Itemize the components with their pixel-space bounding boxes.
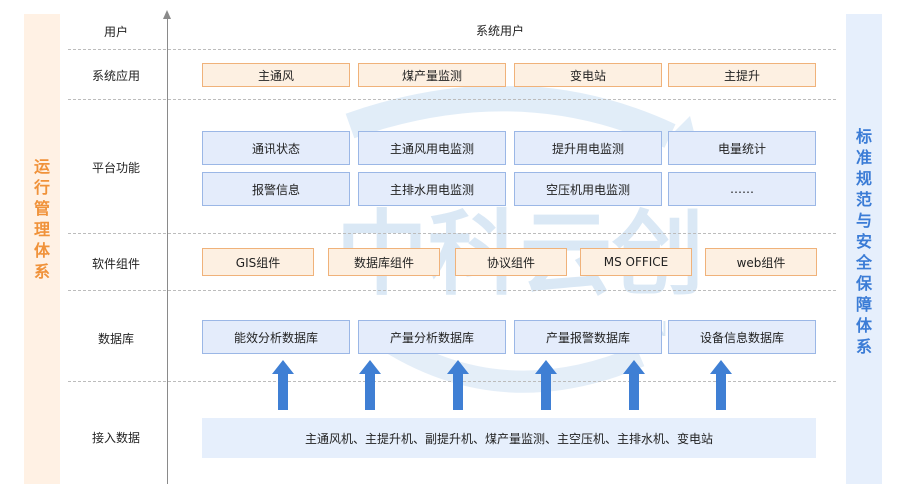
database-box: 产量报警数据库	[514, 320, 662, 354]
vertical-title-char: 体	[33, 241, 50, 260]
vertical-title-char: 运	[33, 157, 50, 176]
operation-management-panel: 运行管理体系	[24, 14, 60, 484]
platform-function-box: 提升用电监测	[514, 131, 662, 165]
up-arrow-icon	[623, 360, 645, 410]
platform-function-box: 电量统计	[668, 131, 816, 165]
vertical-title-char: 与	[855, 211, 872, 230]
vertical-title-char: 安	[855, 232, 872, 251]
vertical-axis	[167, 18, 168, 484]
operation-management-title: 运行管理体系	[24, 156, 60, 282]
vertical-title-char: 准	[855, 148, 872, 167]
vertical-title-char: 规	[855, 169, 872, 188]
software-component-box: web组件	[705, 248, 817, 276]
platform-function-box: 主排水用电监测	[358, 172, 506, 206]
vertical-title-char: 障	[855, 295, 872, 314]
row-divider	[68, 99, 836, 100]
row-divider	[68, 233, 836, 234]
vertical-title-char: 全	[855, 253, 872, 272]
up-arrow-icon	[272, 360, 294, 410]
vertical-title-char: 管	[33, 199, 50, 218]
standards-security-title: 标准规范与安全保障体系	[846, 126, 882, 357]
up-arrow-icon	[359, 360, 381, 410]
row-label-software: 软件组件	[91, 257, 140, 271]
app-box: 主通风	[202, 63, 350, 87]
input-data-bar: 主通风机、主提升机、副提升机、煤产量监测、主空压机、主排水机、变电站	[202, 418, 816, 458]
standards-security-panel: 标准规范与安全保障体系	[846, 14, 882, 484]
row-label-platform: 平台功能	[91, 161, 140, 175]
vertical-title-char: 范	[855, 190, 872, 209]
vertical-title-char: 体	[855, 316, 872, 335]
software-component-box: GIS组件	[202, 248, 314, 276]
row-divider	[68, 49, 836, 50]
vertical-title-char: 理	[33, 220, 50, 239]
row-label-database: 数据库	[97, 332, 134, 346]
app-box: 主提升	[668, 63, 816, 87]
up-arrow-icon	[447, 360, 469, 410]
vertical-title-char: 标	[855, 127, 872, 146]
app-box: 煤产量监测	[358, 63, 506, 87]
up-arrow-icon	[710, 360, 732, 410]
database-box: 产量分析数据库	[358, 320, 506, 354]
app-box: 变电站	[514, 63, 662, 87]
vertical-title-char: 行	[33, 178, 50, 197]
software-component-box: 协议组件	[455, 248, 567, 276]
database-box: 能效分析数据库	[202, 320, 350, 354]
up-arrow-icon	[535, 360, 557, 410]
vertical-title-char: 系	[33, 262, 50, 281]
platform-function-box: ……	[668, 172, 816, 206]
vertical-title-char: 系	[855, 337, 872, 356]
platform-function-box: 空压机用电监测	[514, 172, 662, 206]
platform-function-box: 通讯状态	[202, 131, 350, 165]
row-divider	[68, 381, 836, 382]
row-label-users: 用户	[103, 25, 128, 39]
software-component-box: 数据库组件	[328, 248, 440, 276]
vertical-title-char: 保	[855, 274, 872, 293]
system-users-header: 系统用户	[475, 24, 524, 38]
software-component-box: MS OFFICE	[580, 248, 692, 276]
platform-function-box: 主通风用电监测	[358, 131, 506, 165]
row-label-apps: 系统应用	[91, 69, 140, 83]
database-box: 设备信息数据库	[668, 320, 816, 354]
row-divider	[68, 290, 836, 291]
row-label-input: 接入数据	[91, 431, 140, 445]
platform-function-box: 报警信息	[202, 172, 350, 206]
axis-arrow-head	[163, 10, 171, 19]
